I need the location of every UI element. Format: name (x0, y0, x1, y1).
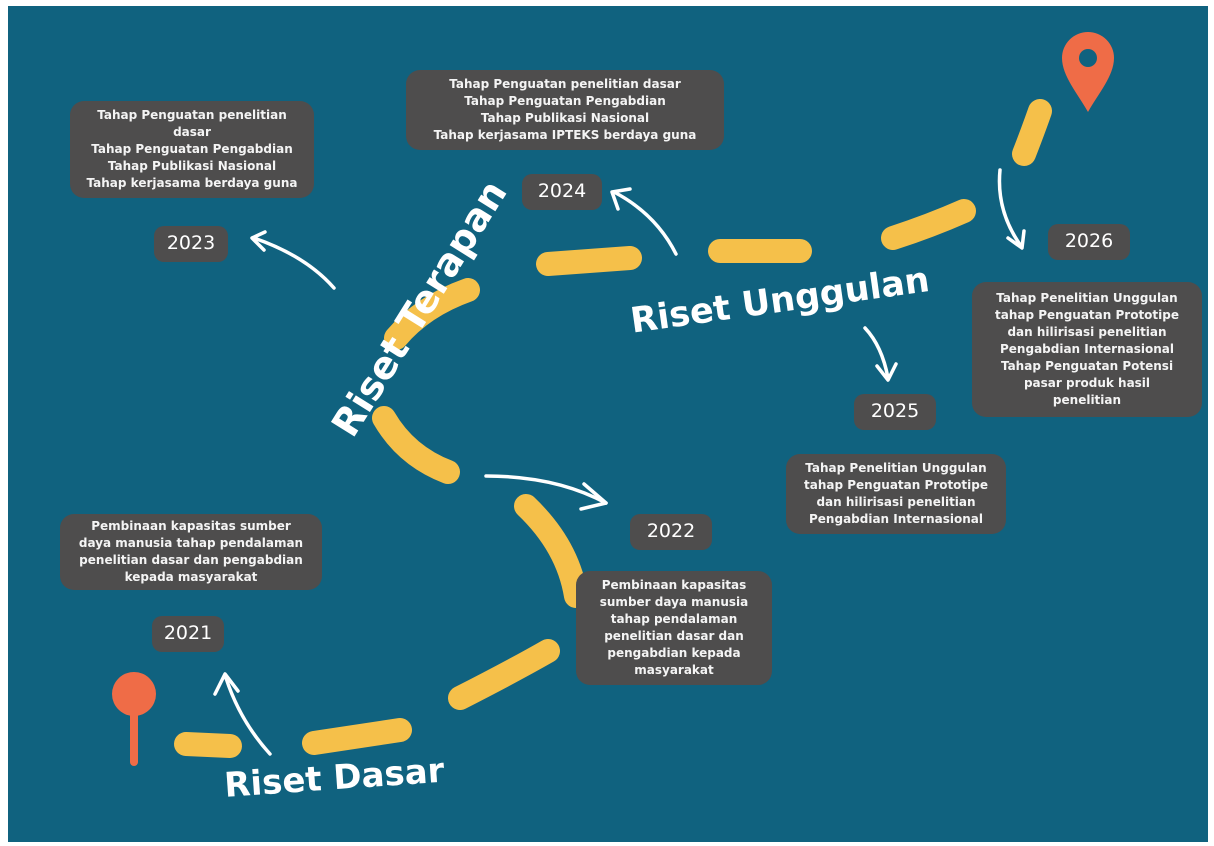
milestone-text-line: Pembinaan kapasitas sumber (91, 519, 291, 533)
roadmap-graphics (112, 32, 1114, 766)
road-dash (302, 718, 412, 755)
milestone-text-line: sumber daya manusia (599, 595, 749, 609)
milestone-text-line: Tahap Penguatan penelitian dasar (449, 77, 681, 91)
milestone-text-line: Tahap Penelitian Unggulan (996, 291, 1178, 305)
curved-arrow-icon (863, 326, 898, 382)
milestone-text-line: Tahap Penguatan penelitian (97, 108, 287, 122)
road-dash (881, 199, 976, 250)
milestone-text-line: tahap Penguatan Prototipe (994, 308, 1180, 322)
curved-arrow-icon (997, 168, 1026, 250)
curved-arrow-icon (610, 187, 678, 256)
curved-arrow-icon (484, 474, 608, 511)
milestone-2021-description: Pembinaan kapasitas sumber daya manusia … (60, 514, 322, 590)
milestone-2024-year: 2024 (522, 174, 602, 210)
milestone-text-line: Tahap kerjasama IPTEKS berdaya guna (433, 128, 697, 142)
road-dash (384, 278, 480, 350)
road-dash (1012, 99, 1052, 166)
road-dash (372, 406, 460, 484)
milestone-text-line: penelitian dasar dan pengabdian (79, 553, 303, 567)
milestone-text-line: Tahap Penguatan Pengabdian (464, 94, 666, 108)
milestone-2021-year: 2021 (152, 616, 224, 652)
milestone-text-line: penelitian dasar dan (604, 629, 744, 643)
milestone-2023-description: Tahap Penguatan penelitian dasar Tahap P… (70, 101, 314, 198)
milestone-text-line: Pembinaan kapasitas (601, 578, 747, 592)
milestone-2023-year: 2023 (154, 226, 228, 262)
milestone-text-line: Tahap Publikasi Nasional (480, 111, 650, 125)
start-pin-icon (112, 672, 156, 766)
milestone-text-line: pengabdian kepada (607, 646, 741, 660)
milestone-text-line: pasar produk hasil (1023, 376, 1151, 390)
milestone-text-line: Tahap Penguatan Pengabdian (91, 142, 293, 156)
milestone-text-line: dan hilirisasi penelitian (816, 495, 976, 509)
milestone-text-line: Tahap Penguatan Potensi (1000, 359, 1174, 373)
milestone-text-line: Pengabdian Internasional (809, 512, 983, 526)
milestone-text-line: tahap pendalaman (610, 612, 738, 626)
curved-arrow-icon (250, 230, 336, 290)
milestone-2025-description: Tahap Penelitian Unggulan tahap Penguata… (786, 454, 1006, 534)
milestone-2024-description: Tahap Penguatan penelitian dasar Tahap P… (406, 70, 724, 150)
location-pin-icon (1062, 32, 1114, 112)
milestone-text-line: penelitian (1052, 393, 1122, 407)
milestone-2026-description: Tahap Penelitian Unggulan tahap Penguata… (972, 282, 1202, 417)
road-path (174, 99, 1052, 758)
milestone-2026-year: 2026 (1048, 224, 1130, 260)
milestone-text-line: dan hilirisasi penelitian (1007, 325, 1167, 339)
road-dash (174, 732, 242, 758)
milestone-text-line: Tahap kerjasama berdaya guna (86, 176, 298, 190)
roadmap-canvas: Riset Dasar Riset Terapan Riset Unggulan… (8, 6, 1208, 842)
milestone-text-line: masyarakat (634, 663, 714, 677)
milestone-text-line: Tahap Publikasi Nasional (107, 159, 277, 173)
road-dash (448, 639, 560, 710)
milestone-text-line: kepada masyarakat (124, 570, 258, 584)
milestone-2022-description: Pembinaan kapasitas sumber daya manusia … (576, 571, 772, 685)
milestone-text-line: daya manusia tahap pendalaman (78, 536, 304, 550)
milestone-text-line: Pengabdian Internasional (1000, 342, 1174, 356)
milestone-2022-year: 2022 (630, 514, 712, 550)
milestone-text-line: tahap Penguatan Prototipe (803, 478, 989, 492)
curved-arrow-icon (213, 672, 272, 756)
milestone-text-line: Tahap Penelitian Unggulan (805, 461, 987, 475)
milestone-text-line: dasar (173, 125, 211, 139)
milestone-2025-year: 2025 (854, 394, 936, 430)
road-dash (536, 246, 642, 276)
road-dash (514, 494, 588, 608)
